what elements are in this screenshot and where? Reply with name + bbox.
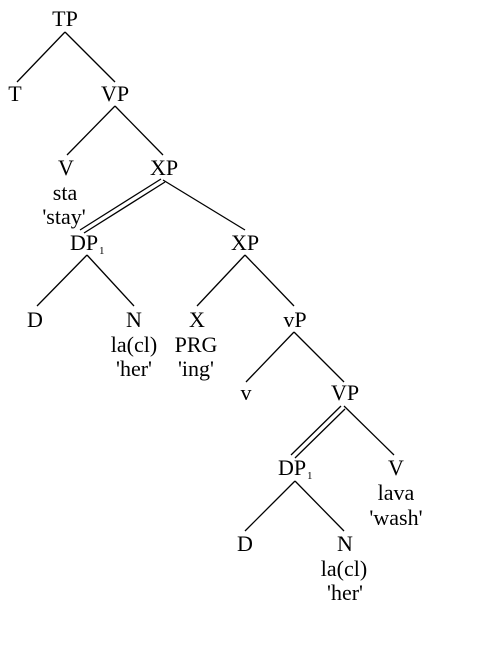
branch-tp-vp xyxy=(64,31,116,83)
node-n-low-gloss: 'her' xyxy=(327,580,363,605)
node-vp-top: VP xyxy=(101,81,129,106)
branch-dp1-n xyxy=(86,254,135,307)
node-t: T xyxy=(8,81,22,106)
branch-vp-dp1-low-a xyxy=(290,405,342,456)
branch-vp-xp xyxy=(114,105,164,156)
node-v-low-gloss: 'wash' xyxy=(369,505,422,530)
node-x-word: PRG xyxy=(175,332,218,357)
node-n-low-word: la(cl) xyxy=(321,556,367,581)
node-v-top-word: sta xyxy=(53,180,78,205)
node-vp-low: VP xyxy=(331,380,359,405)
node-v-top: V xyxy=(58,155,74,180)
branch-vp-dp1-low-b xyxy=(294,408,346,459)
branch-vp-v xyxy=(66,105,116,156)
node-d-top: D xyxy=(27,307,43,332)
node-dp1-top: DP xyxy=(70,230,98,255)
node-dp1-top-subscript: 1 xyxy=(99,245,105,257)
node-v-low-word: lava xyxy=(378,480,415,505)
branch-xp-vp xyxy=(244,254,295,307)
branch-xp-xp xyxy=(162,179,246,231)
node-n-top-gloss: 'her' xyxy=(116,356,152,381)
branch-tp-t xyxy=(16,31,66,83)
node-n-top: N xyxy=(126,307,142,332)
branch-dp1-n-low xyxy=(294,480,345,532)
node-dp1-low: DP xyxy=(278,455,306,480)
branch-dp1-d-low xyxy=(244,480,296,532)
node-n-top-word: la(cl) xyxy=(111,332,157,357)
node-x: X xyxy=(189,307,205,332)
node-xp-mid: XP xyxy=(231,230,259,255)
node-dp1-low-subscript: 1 xyxy=(307,470,313,482)
branch-vp-vp-low xyxy=(293,331,345,383)
branch-xp-dp1-a xyxy=(79,178,162,231)
branch-vp-v-low xyxy=(343,405,395,456)
node-v-top-gloss: 'stay' xyxy=(42,204,85,229)
branch-vp-v-little xyxy=(245,331,295,383)
node-x-gloss: 'ing' xyxy=(178,356,214,381)
branch-xp-dp1-b xyxy=(83,181,166,234)
node-xp-top: XP xyxy=(150,155,178,180)
node-little-v: v xyxy=(241,380,252,405)
branch-dp1-d xyxy=(36,254,88,307)
tree-labels: TP T VP V sta 'stay' XP DP 1 XP D N la(c… xyxy=(8,6,422,605)
node-n-low: N xyxy=(337,531,353,556)
node-v-low: V xyxy=(388,455,404,480)
tree-branches xyxy=(16,31,395,532)
node-d-low: D xyxy=(237,531,253,556)
node-tp: TP xyxy=(52,6,78,31)
node-little-vp: vP xyxy=(283,307,306,332)
branch-xp-x xyxy=(196,254,246,307)
